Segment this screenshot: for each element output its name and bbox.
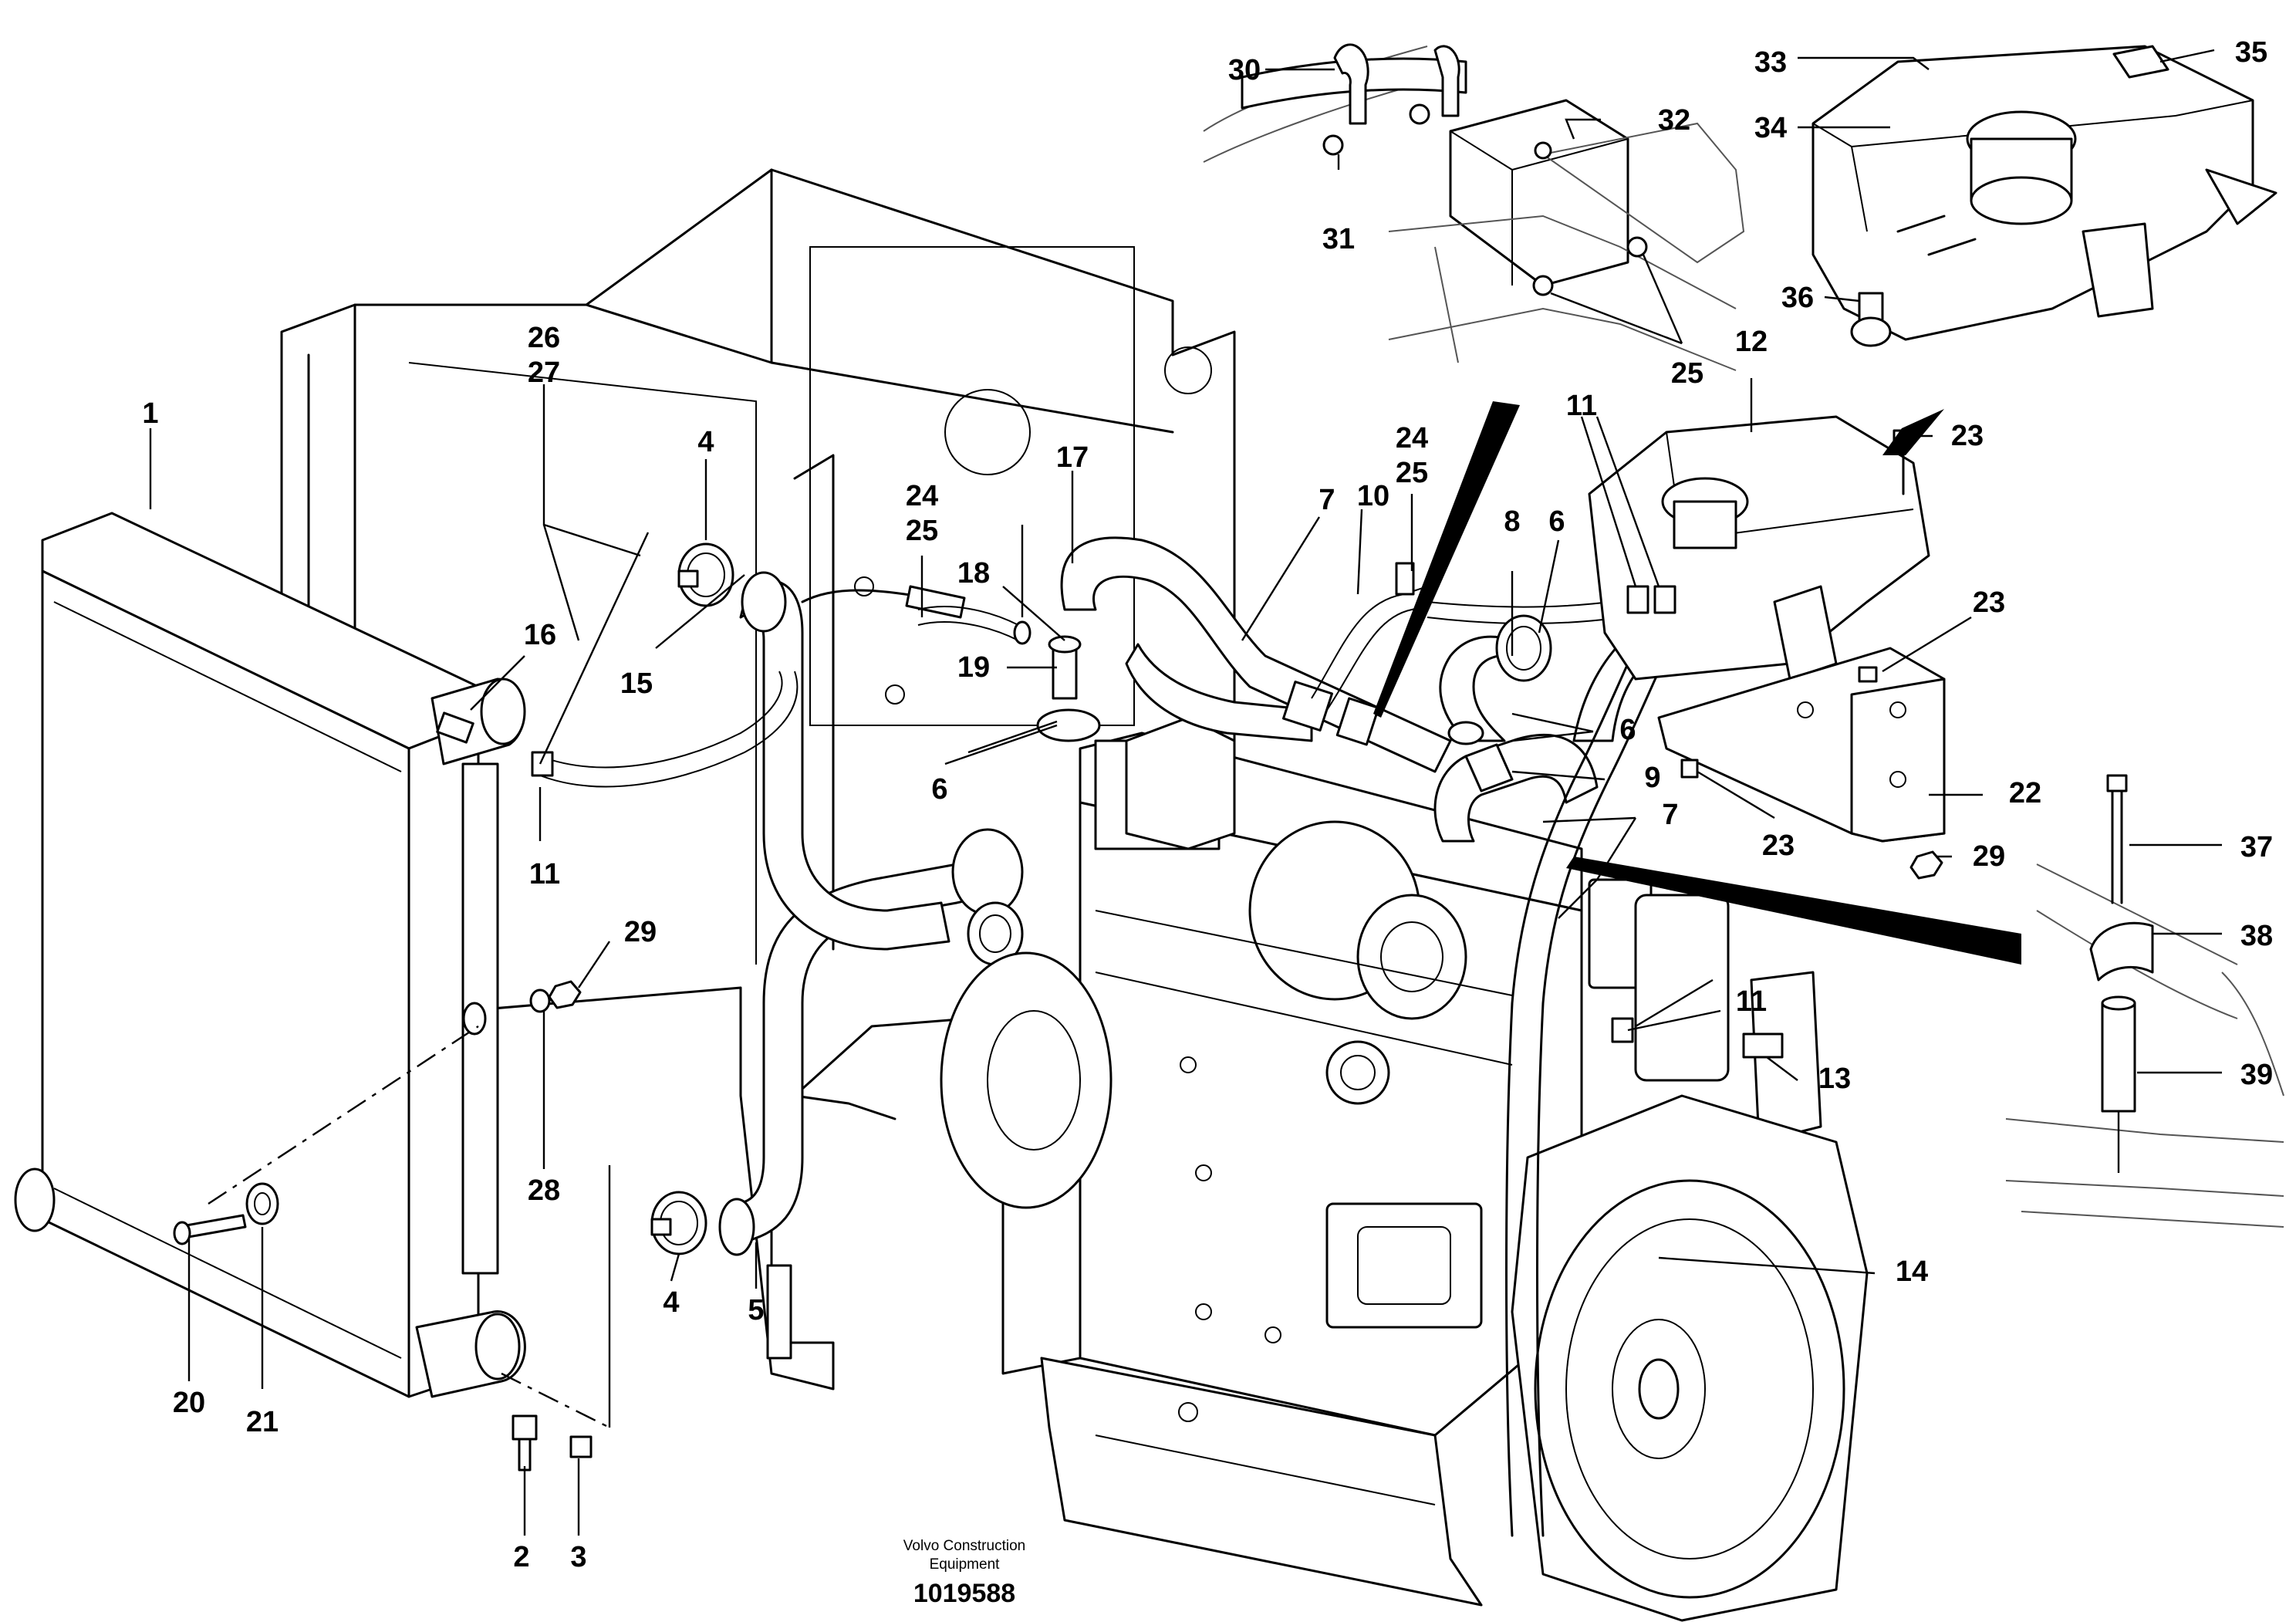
callout-6: 6 [931,773,947,806]
callout-1: 1 [142,397,158,430]
callout-33: 33 [1754,46,1787,79]
radiator [14,512,526,1398]
callout-24: 24 [1396,422,1428,454]
leader-lines [149,49,2222,1536]
callout-25: 25 [1396,457,1428,489]
callout-4: 4 [697,426,714,458]
callout-11: 11 [1736,985,1767,1018]
callout-8: 8 [1504,505,1520,538]
callout-12: 12 [1735,326,1768,358]
callout-21: 21 [246,1406,279,1438]
callout-17: 17 [1056,441,1089,474]
document-number: 1019588 [913,1579,1016,1608]
publisher-line-2: Equipment [929,1556,1000,1573]
callout-25: 25 [906,515,938,547]
callout-5: 5 [748,1294,764,1326]
callout-23: 23 [1973,586,2005,619]
callout-23: 23 [1762,830,1795,862]
publisher-caption: Volvo Construction Equipment [833,1537,1096,1574]
callout-36: 36 [1781,282,1814,314]
detail-view-bolt-spacer [2005,774,2284,1228]
callout-25: 25 [1671,357,1703,390]
callout-11: 11 [529,858,560,890]
callout-24: 24 [906,480,938,512]
callout-29: 29 [1973,840,2005,873]
callout-19: 19 [957,651,990,684]
callout-6: 6 [1619,714,1636,746]
callout-30: 30 [1228,54,1261,86]
callout-7: 7 [1662,799,1678,831]
callout-4: 4 [663,1286,679,1319]
callout-10: 10 [1357,480,1389,512]
callout-14: 14 [1896,1255,1928,1288]
callout-6: 6 [1548,505,1565,538]
callout-39: 39 [2240,1059,2273,1091]
callout-3: 3 [570,1541,586,1573]
callout-28: 28 [528,1174,560,1207]
small-parts [173,429,1943,1472]
hose-clamps-6 [1447,614,1552,745]
callout-26: 26 [528,322,560,354]
callout-20: 20 [173,1387,205,1419]
callout-16: 16 [524,619,556,651]
callout-22: 22 [2009,777,2041,809]
callout-32: 32 [1658,104,1690,137]
engine-frame [280,168,1236,1391]
callout-38: 38 [2240,920,2273,952]
callout-34: 34 [1754,112,1787,144]
callout-18: 18 [957,557,990,590]
callout-11: 11 [1566,390,1597,422]
detail-pointer-wedges [1373,401,2021,965]
upper-radiator-hose [539,571,966,951]
publisher-line-1: Volvo Construction [903,1538,1026,1554]
detail-view-expansion-tank [1811,45,2277,347]
callout-31: 31 [1322,223,1355,255]
callout-13: 13 [1818,1063,1851,1095]
callout-29: 29 [624,916,657,948]
callout-15: 15 [620,667,653,700]
top-hoses [917,536,1699,1537]
callout-37: 37 [2240,831,2273,863]
callout-9: 9 [1644,762,1660,794]
flywheel-housing [1511,1094,1869,1622]
detail-view-pipe-bracket [1203,43,1745,371]
callout-7: 7 [1319,484,1335,516]
callout-labels: 1 2 3 4 4 5 6 6 6 7 7 8 9 10 11 11 11 12… [142,36,2273,1573]
callout-2: 2 [513,1541,529,1573]
callout-23: 23 [1951,420,1984,452]
callout-35: 35 [2235,36,2267,69]
engine-block [940,716,1822,1607]
callout-27: 27 [528,357,560,389]
expansion-tank [1588,415,1946,843]
